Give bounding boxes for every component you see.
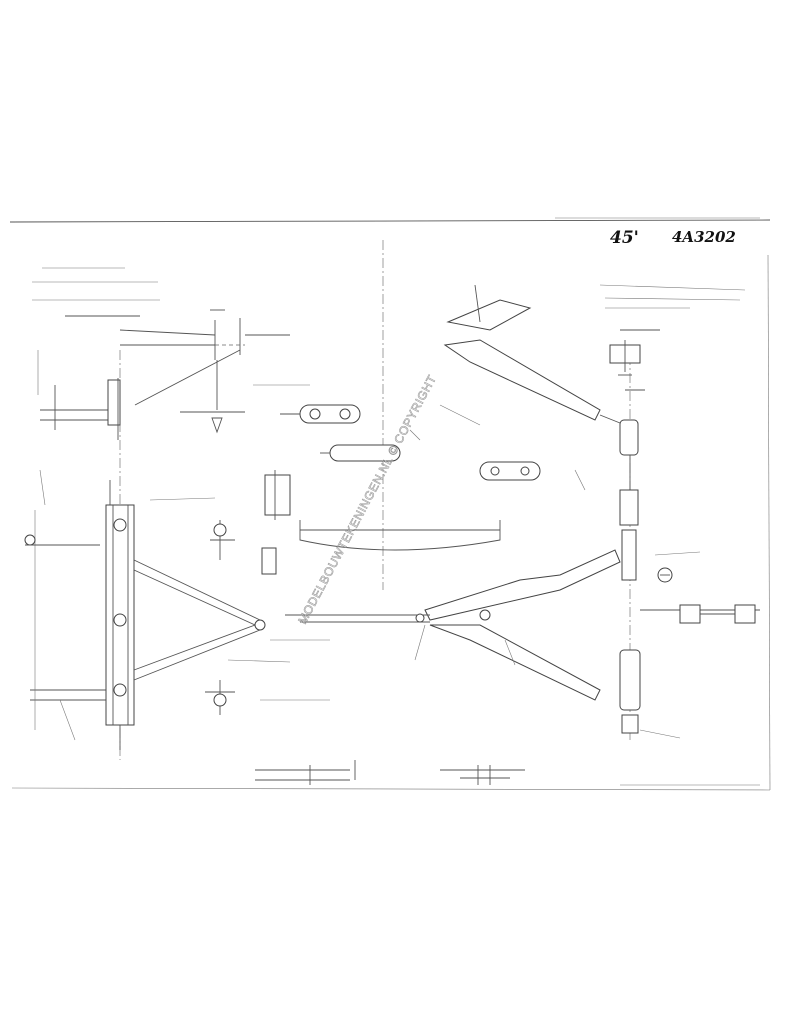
left-bracket	[37, 350, 121, 440]
right-top-lever	[443, 284, 645, 581]
handwritten-scale: 45'	[610, 228, 639, 248]
wishbone-left	[133, 497, 291, 715]
center-parts	[264, 404, 586, 551]
title-block	[32, 267, 160, 317]
scale-bars	[255, 760, 760, 786]
callout-leaders	[59, 404, 701, 741]
wishbone-right	[285, 549, 760, 739]
upper-arm-plan	[119, 309, 310, 434]
left-frame	[24, 469, 135, 750]
sheet-border	[9, 217, 771, 791]
right-detail-top	[599, 284, 746, 376]
handwritten-code: 4A3202	[672, 228, 736, 246]
